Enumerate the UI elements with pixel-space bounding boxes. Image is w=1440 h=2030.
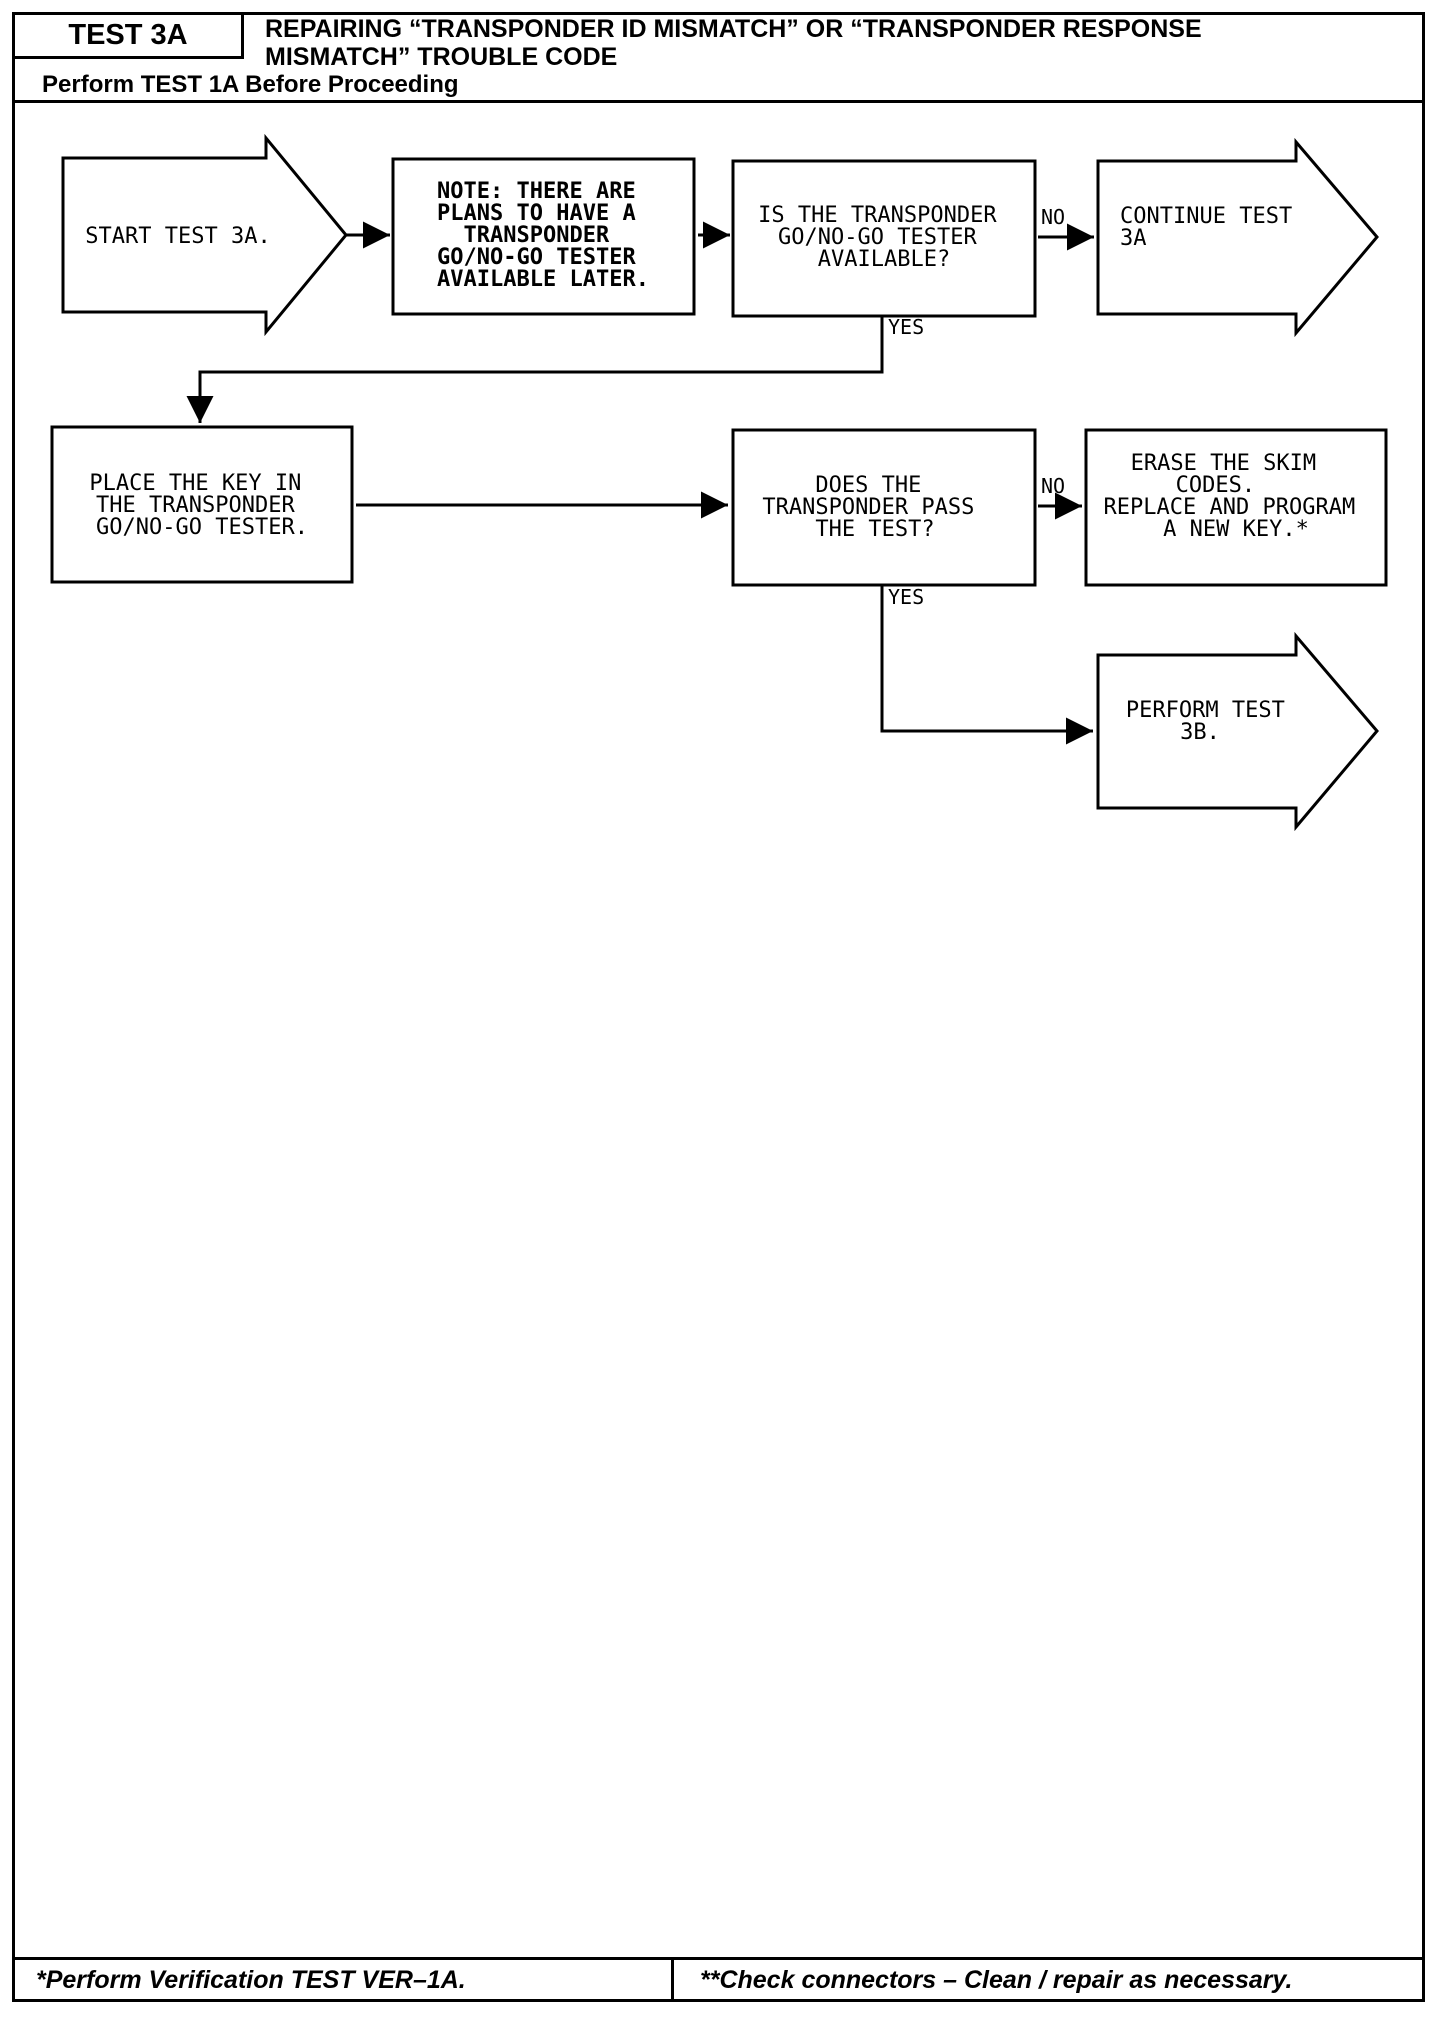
frame-left	[12, 100, 15, 2002]
erase-line: REPLACE AND PROGRAM	[1104, 495, 1356, 520]
prerequisite-note: Perform TEST 1A Before Proceeding	[42, 71, 459, 98]
no-label-1: NO	[1041, 205, 1065, 229]
erase-line: ERASE THE SKIM	[1131, 451, 1316, 476]
continue-line: CONTINUE TEST	[1120, 204, 1292, 229]
note-text: NOTE: THERE ARE PLANS TO HAVE A TRANSPON…	[437, 179, 649, 292]
continue-arrow-shape	[1096, 137, 1379, 338]
place-key-line: THE TRANSPONDER	[96, 493, 295, 518]
start-line: START TEST 3A.	[85, 224, 270, 249]
question-pass-text: DOES THE TRANSPONDER PASS THE TEST?	[762, 473, 987, 542]
erase-line: A NEW KEY.*	[1163, 517, 1309, 542]
test-id-box: TEST 3A	[15, 15, 244, 59]
note-line: GO/NO-GO TESTER	[437, 245, 636, 270]
footer-connectors-note: **Check connectors – Clean / repair as n…	[700, 1966, 1293, 1994]
yes-label-2: YES	[888, 585, 924, 609]
footer-divider	[671, 1957, 674, 2002]
frame-bottom	[12, 1999, 1425, 2002]
continue-line: 3A	[1120, 226, 1147, 251]
note-line: PLANS TO HAVE A	[437, 201, 636, 226]
question-tester-line: IS THE TRANSPONDER	[758, 203, 997, 228]
page-title: REPAIRING “TRANSPONDER ID MISMATCH” OR “…	[265, 15, 1415, 71]
question-pass-box	[731, 428, 1037, 587]
note-box	[391, 157, 696, 316]
question-tester-box	[731, 159, 1037, 318]
place-key-text: PLACE THE KEY IN THE TRANSPONDER GO/NO-G…	[89, 471, 314, 540]
question-pass-line: TRANSPONDER PASS	[762, 495, 974, 520]
question-tester-line: GO/NO-GO TESTER	[778, 225, 977, 250]
perform-3b-line: 3B.	[1180, 720, 1220, 745]
erase-box	[1084, 428, 1388, 587]
erase-line: CODES.	[1176, 473, 1255, 498]
yes-label-1: YES	[888, 315, 924, 339]
connector-question-place	[186, 316, 884, 423]
footer-rule	[12, 1957, 1425, 1960]
note-line: AVAILABLE LATER.	[437, 267, 649, 292]
connector-pass-perform	[880, 585, 1093, 745]
erase-text: ERASE THE SKIM CODES. REPLACE AND PROGRA…	[1104, 451, 1369, 542]
frame-right	[1422, 12, 1425, 2002]
perform-3b-text: PERFORM TEST 3B.	[1126, 698, 1298, 745]
header: TEST 3A REPAIRING “TRANSPONDER ID MISMAT…	[12, 12, 1425, 100]
place-key-box	[50, 425, 354, 584]
header-rule	[12, 100, 1425, 103]
start-arrow-shape	[61, 133, 348, 337]
question-tester-line: AVAILABLE?	[818, 247, 950, 272]
question-pass-line: DOES THE	[815, 473, 921, 498]
continue-text: CONTINUE TEST 3A	[1120, 204, 1305, 251]
question-pass-line: THE TEST?	[815, 517, 934, 542]
note-line: NOTE: THERE ARE	[437, 179, 636, 204]
place-key-line: GO/NO-GO TESTER.	[96, 515, 308, 540]
perform-3b-arrow-shape	[1096, 631, 1379, 832]
no-label-2: NO	[1041, 474, 1065, 498]
title-line-1: REPAIRING “TRANSPONDER ID MISMATCH” OR “…	[265, 15, 1202, 43]
start-text: START TEST 3A.	[85, 224, 270, 249]
title-line-2: MISMATCH” TROUBLE CODE	[265, 43, 618, 71]
note-line: TRANSPONDER	[464, 223, 610, 248]
place-key-line: PLACE THE KEY IN	[89, 471, 301, 496]
perform-3b-line: PERFORM TEST	[1126, 698, 1285, 723]
footer-verification-note: *Perform Verification TEST VER–1A.	[36, 1966, 466, 1994]
question-tester-text: IS THE TRANSPONDER GO/NO-GO TESTER AVAIL…	[758, 203, 1010, 272]
